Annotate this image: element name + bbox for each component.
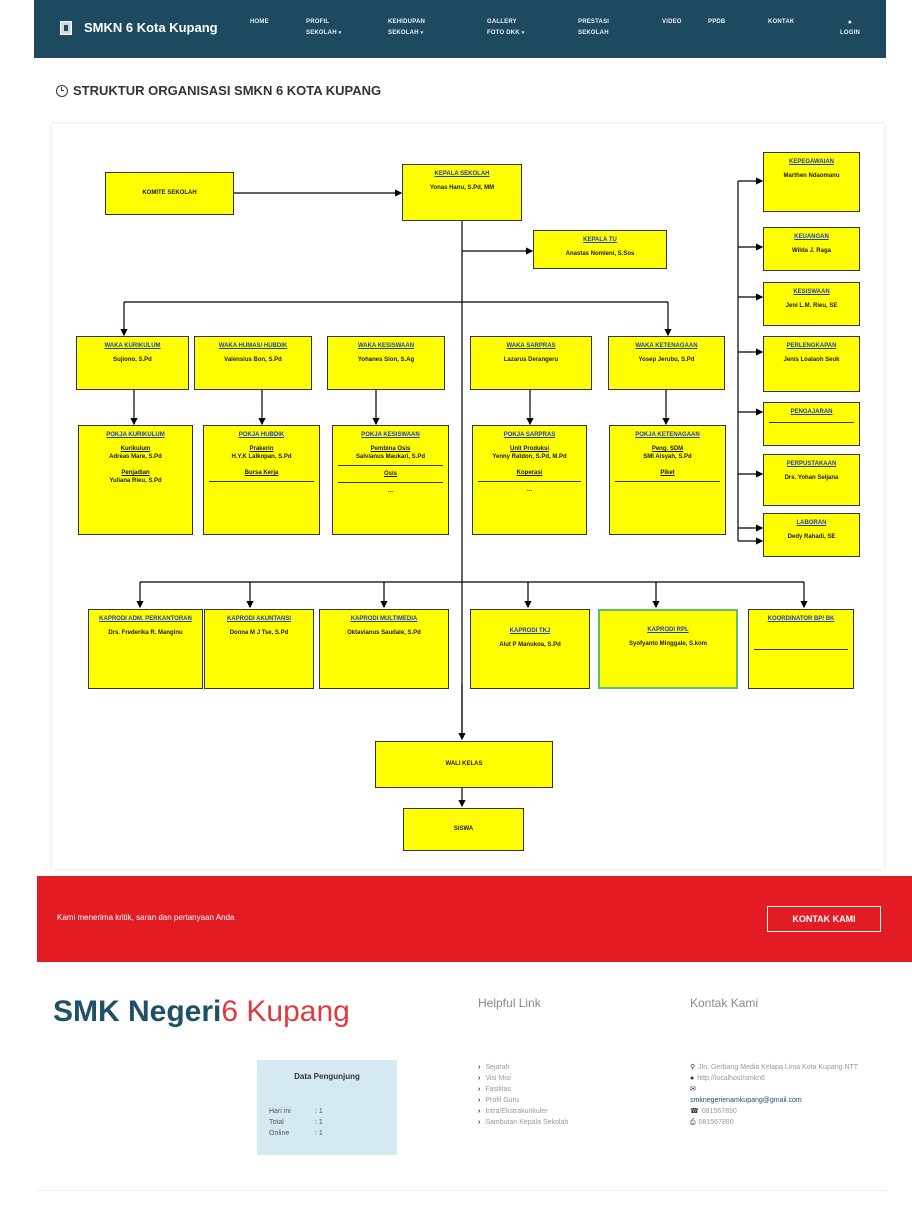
contact-banner: Kami menerima kritik, saran dan pertanya… (37, 876, 912, 962)
contact-info: ⚲Jln. Gerbang Media Kelapa Lima Kota Kup… (690, 1062, 885, 1128)
phone-line: ☎081567890 (690, 1108, 737, 1115)
caret-down-icon: ▾ (521, 30, 525, 36)
nav-video[interactable]: VIDEO (662, 19, 682, 25)
visitor-row-today: Hari ini: 1 (269, 1108, 323, 1115)
link-ekstrakurikuler[interactable]: Intra/Ekstrakurikuler (478, 1106, 568, 1117)
komite-sekolah-box: KOMITE SEKOLAH (105, 172, 234, 215)
kontak-kami-title: Kontak Kami (690, 996, 759, 1010)
fax-icon: ⎙ (690, 1119, 696, 1126)
user-icon: ● (847, 19, 853, 26)
nav-ppdb[interactable]: PPDB (708, 19, 726, 25)
visitor-row-online: Online: 1 (269, 1130, 323, 1137)
kontak-kami-button[interactable]: KONTAK KAMI (767, 906, 881, 932)
link-visi-misi[interactable]: Visi Misi (478, 1073, 568, 1084)
link-fasilitas[interactable]: Fasilitas (478, 1084, 568, 1095)
fax-line: ⎙081567890 (690, 1119, 734, 1126)
brand-name: SMKN 6 Kota Kupang (84, 20, 218, 35)
visitor-row-total: Total: 1 (269, 1119, 323, 1126)
map-marker-icon: ⚲ (690, 1064, 696, 1071)
link-sejarah[interactable]: Sejarah (478, 1062, 568, 1073)
link-profil-guru[interactable]: Profil Guru (478, 1095, 568, 1106)
visitor-stats-title: Data Pengunjung (294, 1072, 360, 1081)
page-title: STRUKTUR ORGANISASI SMKN 6 KOTA KUPANG (56, 83, 381, 98)
org-chart-connectors (120, 177, 808, 808)
banner-text: Kami menerima kritik, saran dan pertanya… (57, 913, 235, 922)
nav-home[interactable]: HOME (250, 19, 269, 25)
website-line[interactable]: ●http://localhost/smkn6 (690, 1075, 765, 1082)
school-logo-icon (60, 20, 72, 35)
siswa-box: SISWA (403, 808, 524, 851)
nav-kontak[interactable]: KONTAK (768, 19, 795, 25)
koordinator-bp-bk-box: KOORDINATOR BP/ BK (748, 609, 854, 689)
phone-icon: ☎ (690, 1108, 699, 1115)
caret-down-icon: ▾ (420, 30, 424, 36)
clock-icon (56, 84, 68, 97)
globe-icon: ● (690, 1075, 695, 1082)
footer-divider (37, 1190, 887, 1191)
email-line[interactable]: ✉smknegerienamkupang@gmail.com (690, 1086, 802, 1104)
brand-link[interactable]: SMKN 6 Kota Kupang (60, 20, 218, 35)
envelope-icon: ✉ (690, 1086, 696, 1093)
visitor-stats-panel: Data Pengunjung Hari ini: 1 Total: 1 Onl… (257, 1060, 397, 1155)
caret-down-icon: ▾ (338, 30, 342, 36)
footer-brand: SMK Negeri6 Kupang (53, 995, 350, 1028)
helpful-link-title: Helpful Link (478, 996, 541, 1010)
nav-login[interactable]: ●LOGIN (840, 19, 860, 36)
address-line: ⚲Jln. Gerbang Media Kelapa Lima Kota Kup… (690, 1064, 859, 1071)
link-sambutan[interactable]: Sambutan Kepala Sekolah (478, 1117, 568, 1128)
helpful-links-list: Sejarah Visi Misi Fasilitas Profil Guru … (478, 1062, 568, 1128)
wali-kelas-box: WALI KELAS (375, 741, 553, 788)
pengajaran-box: PENGAJARAN (763, 402, 860, 446)
